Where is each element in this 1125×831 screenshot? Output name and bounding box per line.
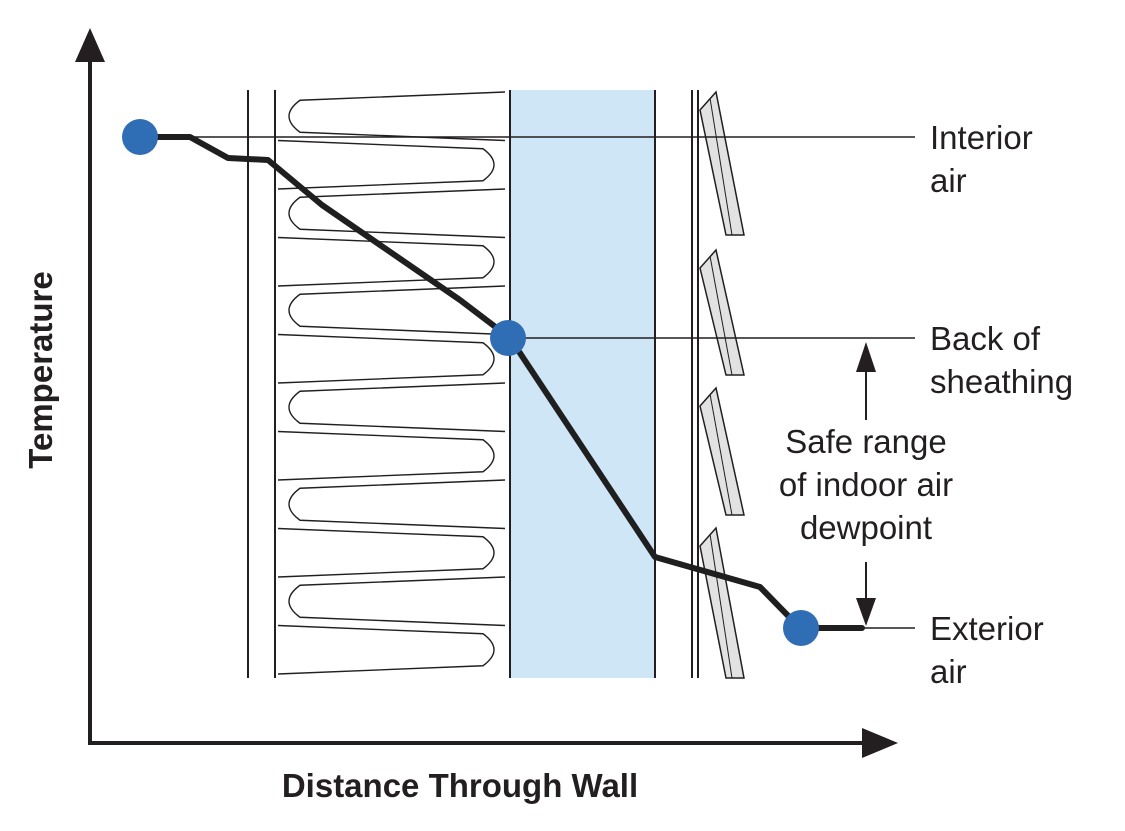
interior-air-label-line2: air: [930, 162, 967, 199]
sheathing-marker-icon: [490, 320, 526, 356]
y-axis-title: Temperature: [22, 271, 59, 468]
leader-lines: [190, 136, 915, 629]
exterior-air-label-line2: air: [930, 653, 967, 690]
x-axis: [88, 728, 898, 758]
siding-board: [699, 386, 745, 516]
siding-board: [699, 248, 745, 376]
x-axis-title: Distance Through Wall: [282, 767, 638, 804]
safe-range-label-line1: Safe range: [785, 423, 946, 460]
safe-range-down-arrow-icon: [856, 598, 876, 626]
insulation-batt: [277, 91, 506, 675]
safe-range-up-arrow-icon: [856, 342, 876, 372]
back-of-sheathing-label: Back of sheathing: [930, 320, 1073, 400]
interior-air-marker-icon: [122, 119, 158, 155]
safe-range-arrows: [856, 342, 876, 626]
interior-air-label-line1: Interior: [930, 119, 1033, 156]
siding-board: [699, 526, 745, 679]
exterior-air-label: Exterior air: [930, 610, 1044, 690]
siding: [691, 90, 745, 679]
exterior-air-marker-icon: [783, 610, 819, 646]
siding-board: [699, 90, 745, 236]
safe-range-label: Safe range of indoor air dewpoint: [779, 423, 953, 546]
y-axis: [75, 28, 105, 745]
exterior-air-label-line1: Exterior: [930, 610, 1044, 647]
siding-board-edge: [709, 393, 733, 516]
interior-air-label: Interior air: [930, 119, 1033, 199]
safe-range-label-line3: dewpoint: [800, 509, 932, 546]
back-of-sheathing-label-line1: Back of: [930, 320, 1041, 357]
siding-board-edge: [709, 533, 733, 679]
safe-range-label-line2: of indoor air: [779, 466, 953, 503]
back-of-sheathing-label-line2: sheathing: [930, 363, 1073, 400]
temperature-profile-line: [137, 134, 865, 631]
x-axis-arrow-icon: [862, 728, 898, 758]
interior-drywall: [247, 90, 276, 678]
insulation-loops: [277, 91, 506, 675]
siding-board-edge: [709, 255, 733, 376]
sheathing-layer: [510, 90, 655, 678]
siding-board-edge: [709, 97, 733, 236]
y-axis-arrow-icon: [75, 28, 105, 62]
